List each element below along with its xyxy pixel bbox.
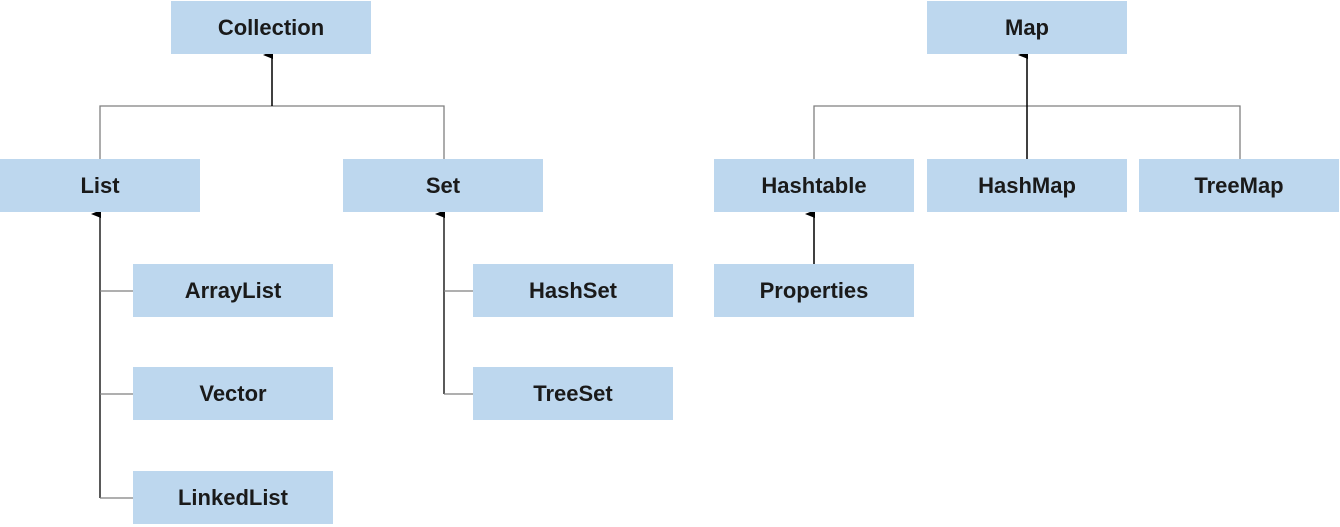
node-list: List (0, 159, 200, 212)
node-hashmap: HashMap (927, 159, 1127, 212)
edge-collection-children (99, 105, 445, 159)
node-set: Set (343, 159, 543, 212)
node-vector: Vector (133, 367, 333, 420)
node-properties: Properties (714, 264, 914, 317)
node-linkedlist: LinkedList (133, 471, 333, 524)
node-map: Map (927, 1, 1127, 54)
node-treemap: TreeMap (1139, 159, 1339, 212)
node-collection: Collection (171, 1, 371, 54)
node-treeset: TreeSet (473, 367, 673, 420)
node-hashset: HashSet (473, 264, 673, 317)
node-hashtable: Hashtable (714, 159, 914, 212)
node-arraylist: ArrayList (133, 264, 333, 317)
